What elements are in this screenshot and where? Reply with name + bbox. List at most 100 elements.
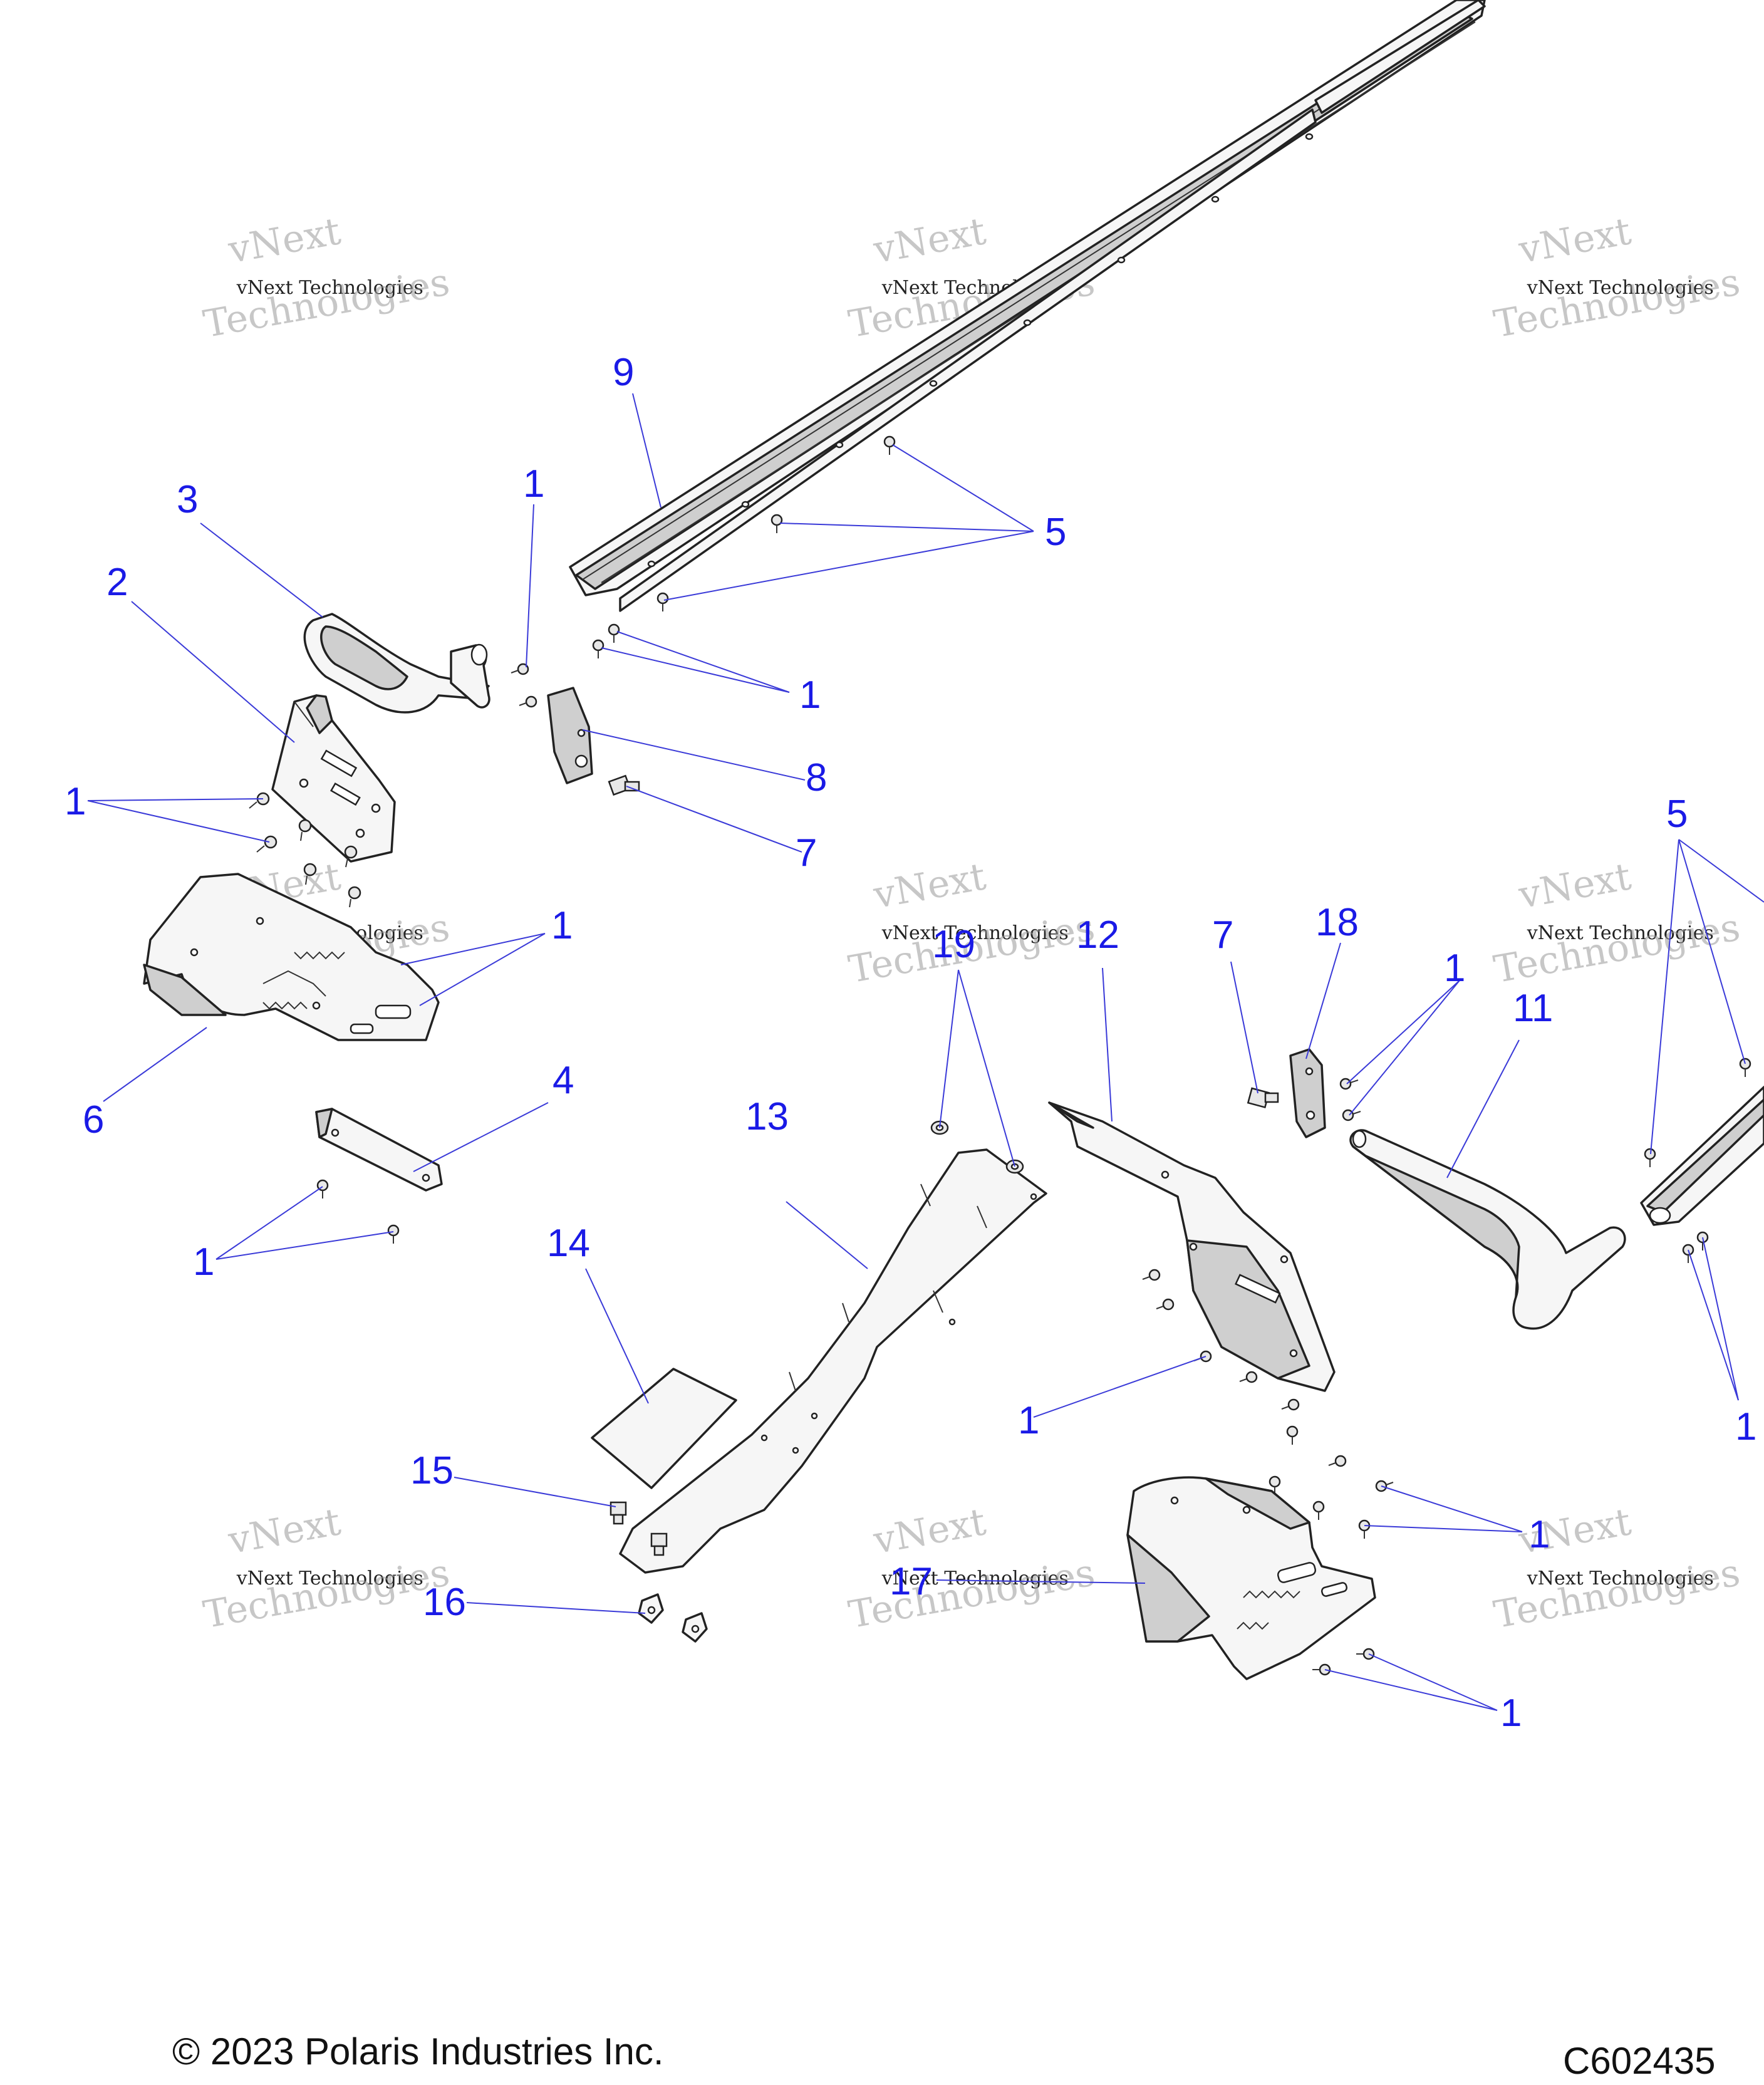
- svg-text:vNext: vNext: [1515, 209, 1634, 272]
- handle-part-3: [303, 613, 490, 714]
- callout-label: 7: [1212, 913, 1233, 957]
- watermark: vNext vNext Technologies Technologies: [1491, 1500, 1743, 1637]
- callout-label: 17: [890, 1560, 933, 1603]
- watermark: vNext vNext Technologies Technologies: [1491, 209, 1743, 346]
- svg-text:vNext: vNext: [870, 209, 989, 272]
- callout-label: 11: [1513, 987, 1553, 1030]
- handle-part-11: [1349, 1129, 1626, 1330]
- callout-label: 1: [1528, 1513, 1550, 1556]
- footrest-part-17: [1126, 1476, 1376, 1680]
- svg-text:vNext: vNext: [870, 855, 989, 917]
- callout-label: 8: [806, 756, 827, 799]
- screw-part-1: [1281, 1398, 1300, 1411]
- watermark: vNext vNext Technologies Technologies: [846, 855, 1098, 992]
- rail-end: [1640, 1086, 1764, 1226]
- callout-label: 14: [547, 1222, 590, 1265]
- rail-part-9: [569, 0, 1486, 612]
- footrest-part-6: [143, 873, 440, 1041]
- screw-part-1: [1339, 1078, 1359, 1090]
- callout-label: 1: [1500, 1692, 1522, 1735]
- bolt-part-7: [608, 774, 640, 796]
- callout-label: 19: [932, 923, 975, 966]
- callout-label: 1: [65, 780, 86, 823]
- callout-label: 1: [193, 1240, 214, 1284]
- screw-part-5: [1739, 1058, 1751, 1077]
- screw-part-1: [303, 863, 317, 885]
- clip-part-16: [682, 1612, 708, 1643]
- callout-label: 4: [553, 1059, 574, 1102]
- bolt-part-15: [650, 1532, 668, 1556]
- svg-text:vNext Technologies: vNext Technologies: [1527, 1568, 1714, 1589]
- svg-text:vNext Technologies: vNext Technologies: [236, 277, 423, 299]
- screw-part-1: [1356, 1648, 1375, 1660]
- svg-text:Technologies: Technologies: [846, 1551, 1098, 1637]
- callout-label: 1: [523, 462, 544, 506]
- svg-text:vNext: vNext: [870, 1500, 989, 1562]
- callout-label: 1: [551, 904, 573, 947]
- screw-part-1: [1156, 1298, 1175, 1311]
- watermark: vNext vNext Technologies Technologies: [200, 209, 453, 346]
- callout-label: 7: [796, 831, 817, 875]
- callout-label: 5: [1045, 511, 1066, 554]
- svg-text:vNext: vNext: [1515, 855, 1634, 917]
- screw-part-1: [256, 835, 278, 853]
- screw-part-1: [298, 819, 312, 841]
- callout-label: 6: [83, 1098, 104, 1141]
- svg-text:vNext Technologies: vNext Technologies: [1527, 277, 1714, 299]
- screw-part-1: [1269, 1475, 1281, 1495]
- callout-label: 1: [1732, 1405, 1753, 1448]
- svg-text:Technologies: Technologies: [1491, 905, 1743, 992]
- panel-part-13: [619, 1148, 1047, 1574]
- screw-part-1: [1696, 1231, 1709, 1250]
- screw-part-1: [511, 663, 529, 675]
- plate-part-18: [1289, 1048, 1326, 1138]
- callout-label: 1: [1444, 947, 1465, 990]
- svg-text:vNext: vNext: [225, 209, 344, 272]
- screw-part-1: [387, 1224, 400, 1244]
- leader-lines: [87, 393, 1764, 1711]
- callout-label: 1: [1735, 1405, 1756, 1448]
- callout-label: 5: [1666, 793, 1688, 836]
- screw-part-5: [656, 592, 669, 611]
- screw-part-1: [1358, 1519, 1371, 1539]
- screw-part-1: [519, 695, 537, 708]
- screw-part-1: [592, 639, 604, 658]
- bracket-part-4: [315, 1108, 443, 1192]
- screw-part-5: [770, 514, 783, 533]
- svg-text:vNext Technologies: vNext Technologies: [881, 1568, 1069, 1589]
- screw-part-5: [883, 435, 896, 455]
- callout-label: 15: [410, 1449, 454, 1492]
- bracket-part-2: [271, 694, 396, 863]
- callout-label: 16: [423, 1581, 466, 1624]
- callout-label: 2: [106, 561, 128, 604]
- bracket-part-12: [1048, 1101, 1336, 1392]
- svg-text:vNext Technologies: vNext Technologies: [236, 1568, 423, 1589]
- svg-text:Technologies: Technologies: [200, 1551, 453, 1637]
- screw-part-1: [1328, 1455, 1347, 1467]
- bolt-part-15: [610, 1501, 627, 1525]
- clip-part-16: [638, 1593, 664, 1624]
- screw-part-1: [1312, 1500, 1325, 1520]
- diagram-id: C602435: [1563, 2040, 1716, 2082]
- screw-part-1: [348, 886, 361, 908]
- watermark: vNext vNext Technologies Technologies: [846, 1500, 1098, 1637]
- screw-part-1: [1239, 1371, 1258, 1383]
- svg-text:vNext Technologies: vNext Technologies: [1527, 922, 1714, 944]
- callout-label: 12: [1076, 913, 1119, 957]
- callout-label: 9: [613, 351, 634, 394]
- svg-text:vNext: vNext: [225, 1500, 344, 1562]
- copyright-text: © 2023 Polaris Industries Inc.: [172, 2030, 664, 2072]
- watermark: vNext vNext Technologies Technologies: [200, 1500, 453, 1637]
- screw-part-1: [344, 845, 358, 868]
- screw-part-1: [249, 792, 270, 809]
- svg-text:Technologies: Technologies: [1491, 1551, 1743, 1637]
- plate-part-8: [547, 687, 593, 784]
- screw-part-1: [1286, 1425, 1299, 1445]
- callout-label: 1: [1018, 1399, 1039, 1442]
- callout-label: 18: [1315, 901, 1359, 944]
- svg-text:vNext Technologies: vNext Technologies: [881, 922, 1069, 944]
- screw-part-1: [1142, 1269, 1161, 1281]
- callout-label: 1: [799, 673, 821, 717]
- svg-text:Technologies: Technologies: [200, 260, 453, 346]
